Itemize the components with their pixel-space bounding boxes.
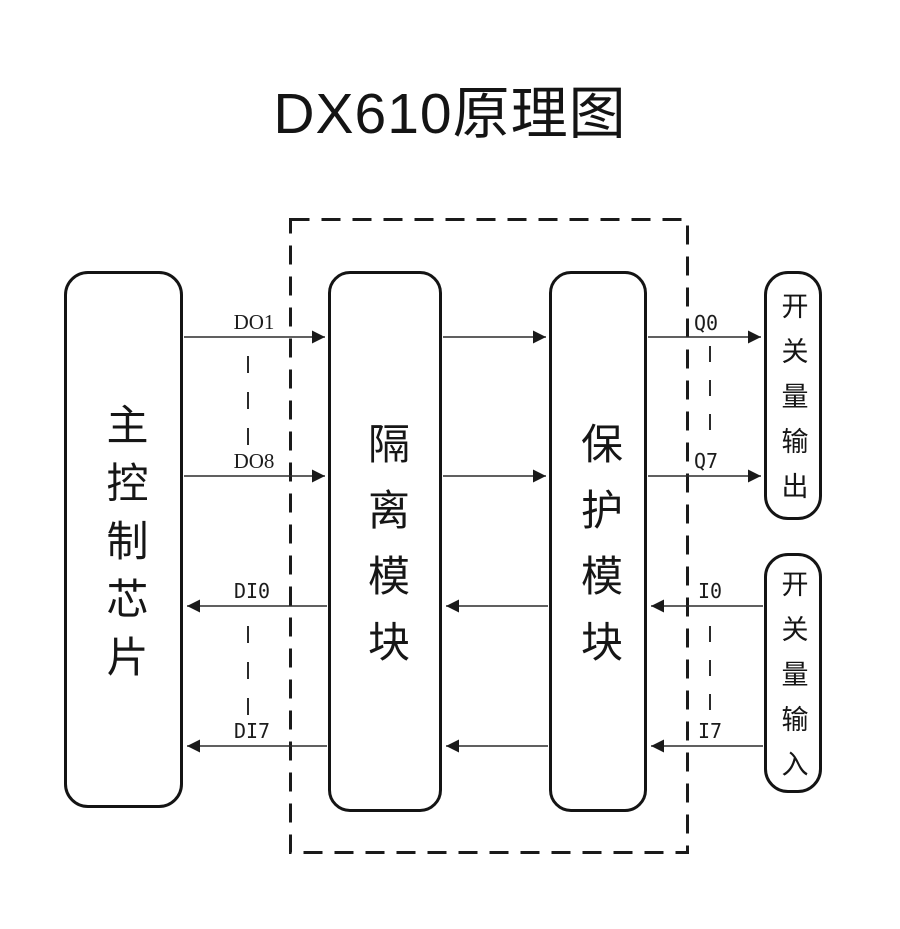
signal-label-i7: I7 (697, 719, 723, 743)
isolation-module-node: 隔离模块 (328, 271, 442, 812)
dashed-boundary (289, 218, 689, 854)
switch-input-node: 开关量输入 (764, 553, 822, 795)
switch-output-label: 开关量输出 (777, 292, 808, 517)
switch-output-node: 开关量输出 (764, 271, 822, 520)
signal-label-i0: I0 (697, 579, 723, 603)
signal-label-do8: DO8 (233, 449, 275, 473)
signal-label-do1: DO1 (233, 310, 275, 334)
switch-input-label: 开关量输入 (777, 569, 808, 795)
protection-module-label: 保护模块 (574, 421, 621, 686)
main-chip-node: 主控制芯片 (64, 271, 183, 808)
signal-label-di0: DI0 (233, 579, 271, 603)
signal-label-di7: DI7 (233, 719, 271, 743)
signal-label-q7: Q7 (693, 449, 719, 473)
signal-label-q0: Q0 (693, 311, 719, 335)
main-chip-label: 主控制芯片 (100, 402, 146, 693)
isolation-module-label: 隔离模块 (361, 421, 408, 686)
diagram-title: DX610原理图 (273, 82, 627, 146)
protection-module-node: 保护模块 (549, 271, 647, 812)
